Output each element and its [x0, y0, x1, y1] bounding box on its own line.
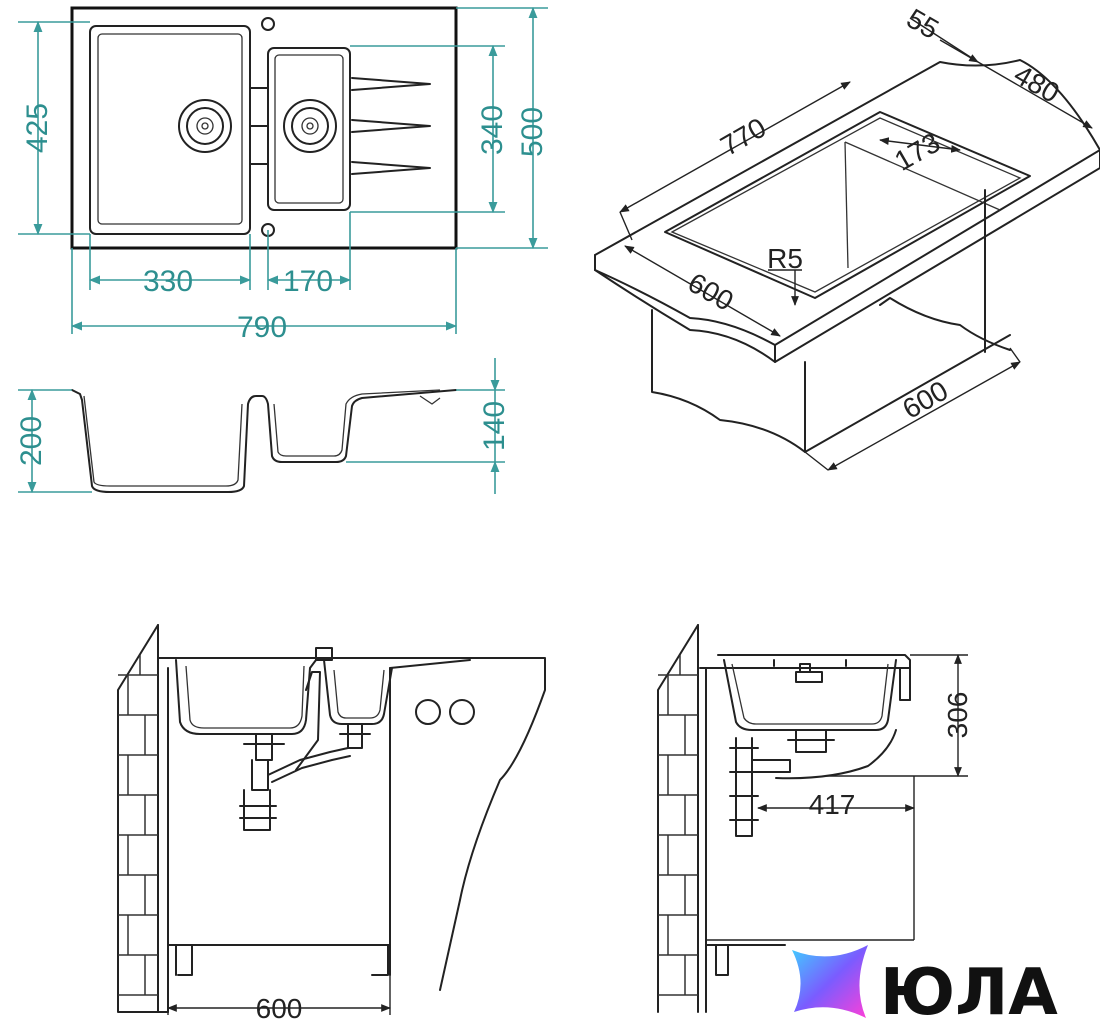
- logo-text: ЮЛА: [880, 956, 1058, 1025]
- drainer-ribs: [351, 77, 431, 175]
- drain-right-icon: [283, 99, 337, 153]
- sink-outline: [70, 6, 458, 250]
- dim-790: 790: [237, 311, 287, 344]
- dim-173: 173: [889, 127, 945, 177]
- wall-outlet-left-icon: [415, 699, 441, 725]
- dim-600-cabinet: 600: [897, 375, 953, 425]
- small-bowl: [267, 47, 351, 211]
- isometric-view: 55 480 770 173 R5 600 600: [594, 3, 1100, 471]
- side-section-view: 200 140: [15, 358, 511, 494]
- youla-logo: ЮЛА: [792, 945, 1058, 1025]
- dim-600-front: 600: [256, 993, 303, 1024]
- dim-330: 330: [143, 265, 193, 298]
- dim-417: 417: [809, 789, 856, 820]
- large-bowl: [89, 25, 251, 235]
- side-installation-view: 306 417: [657, 624, 973, 1013]
- wall-outlet-right-icon: [449, 699, 475, 725]
- dim-500: 500: [516, 107, 549, 157]
- tap-hole-icon: [261, 17, 275, 31]
- drain-left-icon: [178, 99, 232, 153]
- dim-55: 55: [902, 3, 944, 45]
- dim-480: 480: [1009, 59, 1065, 109]
- dim-306: 306: [942, 692, 973, 739]
- dim-r5: R5: [767, 243, 803, 274]
- logo-star-icon: [792, 945, 868, 1018]
- dim-170: 170: [283, 265, 333, 298]
- dim-425: 425: [21, 103, 54, 153]
- dim-200: 200: [15, 416, 48, 466]
- dim-140: 140: [478, 401, 511, 451]
- front-installation-view: 600: [117, 624, 546, 1024]
- top-dimensions: 425 340 500 330 170 790: [18, 6, 549, 344]
- dim-600-iso: 600: [683, 267, 739, 317]
- dim-770: 770: [715, 112, 771, 162]
- dim-340: 340: [476, 105, 509, 155]
- top-view: 425 340 500 330 170 790: [18, 6, 549, 344]
